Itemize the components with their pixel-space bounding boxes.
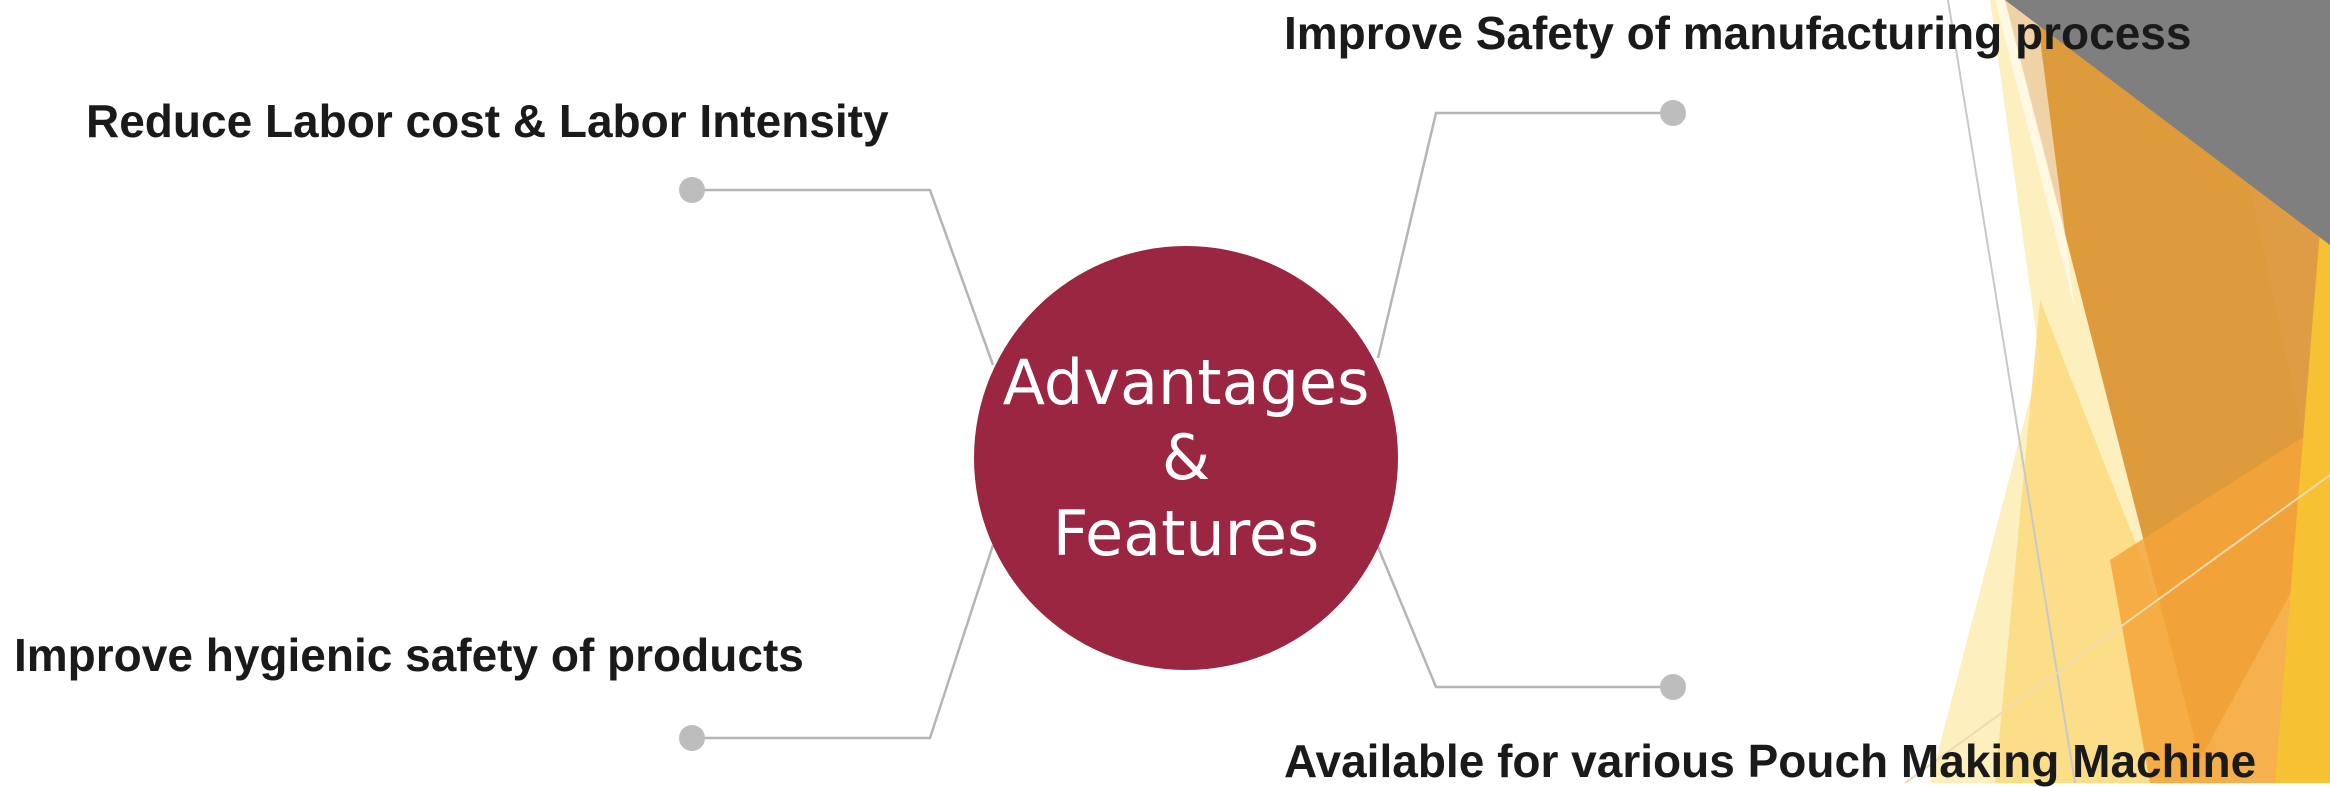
central-hub-circle: Advantages & Features [974, 246, 1398, 670]
connector-top-left [692, 188, 995, 366]
endpoint-dot-top-left [679, 177, 705, 203]
hub-title-line-2: & [1161, 421, 1211, 495]
connector-bottom-left [692, 544, 995, 740]
connector-top-right [1376, 111, 1673, 359]
facet-edge-line [1947, 0, 2076, 783]
amber-facet [2110, 420, 2330, 783]
hub-title-line-1: Advantages [1002, 345, 1370, 419]
gray-facet [2005, 0, 2330, 245]
yellow-facet [2275, 230, 2330, 783]
connector-bottom-right [1376, 546, 1673, 689]
white-sliver-facet [1995, 0, 2075, 310]
connector-endpoints [679, 100, 1686, 751]
hub-title-line-3: Features [1052, 496, 1320, 570]
decorative-corner-facets [1904, 0, 2330, 783]
feature-label-process-safety: Improve Safety of manufacturing process [1284, 7, 2192, 59]
feature-label-labor-cost: Reduce Labor cost & Labor Intensity [86, 95, 889, 147]
feature-label-hygienic-safety: Improve hygienic safety of products [14, 629, 804, 681]
endpoint-dot-bottom-right [1660, 674, 1686, 700]
facet-edge-line-2 [1904, 474, 2330, 783]
feature-label-pouch-machine: Available for various Pouch Making Machi… [1284, 735, 2257, 787]
endpoint-dot-bottom-left [679, 725, 705, 751]
connectors [692, 111, 1673, 740]
endpoint-dot-top-right [1660, 100, 1686, 126]
